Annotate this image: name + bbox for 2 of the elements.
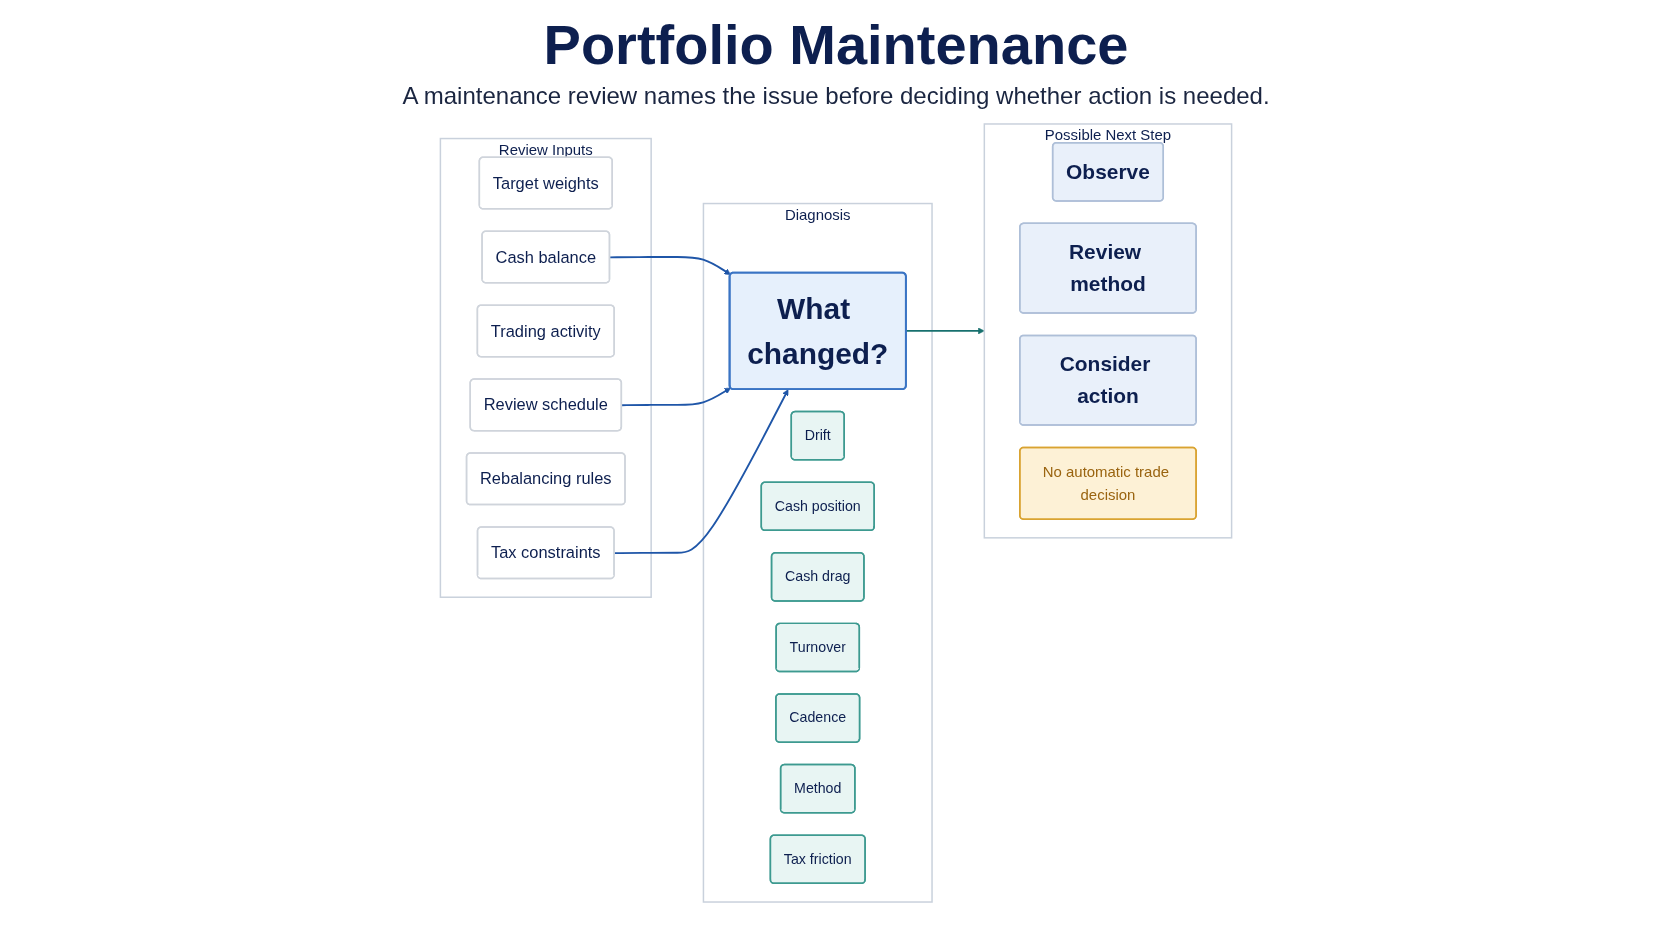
diagram-subtitle: A maintenance review names the issue before deciding whether action is needed. [402, 81, 1270, 110]
diagram-title: Portfolio Maintenance [543, 14, 1129, 76]
